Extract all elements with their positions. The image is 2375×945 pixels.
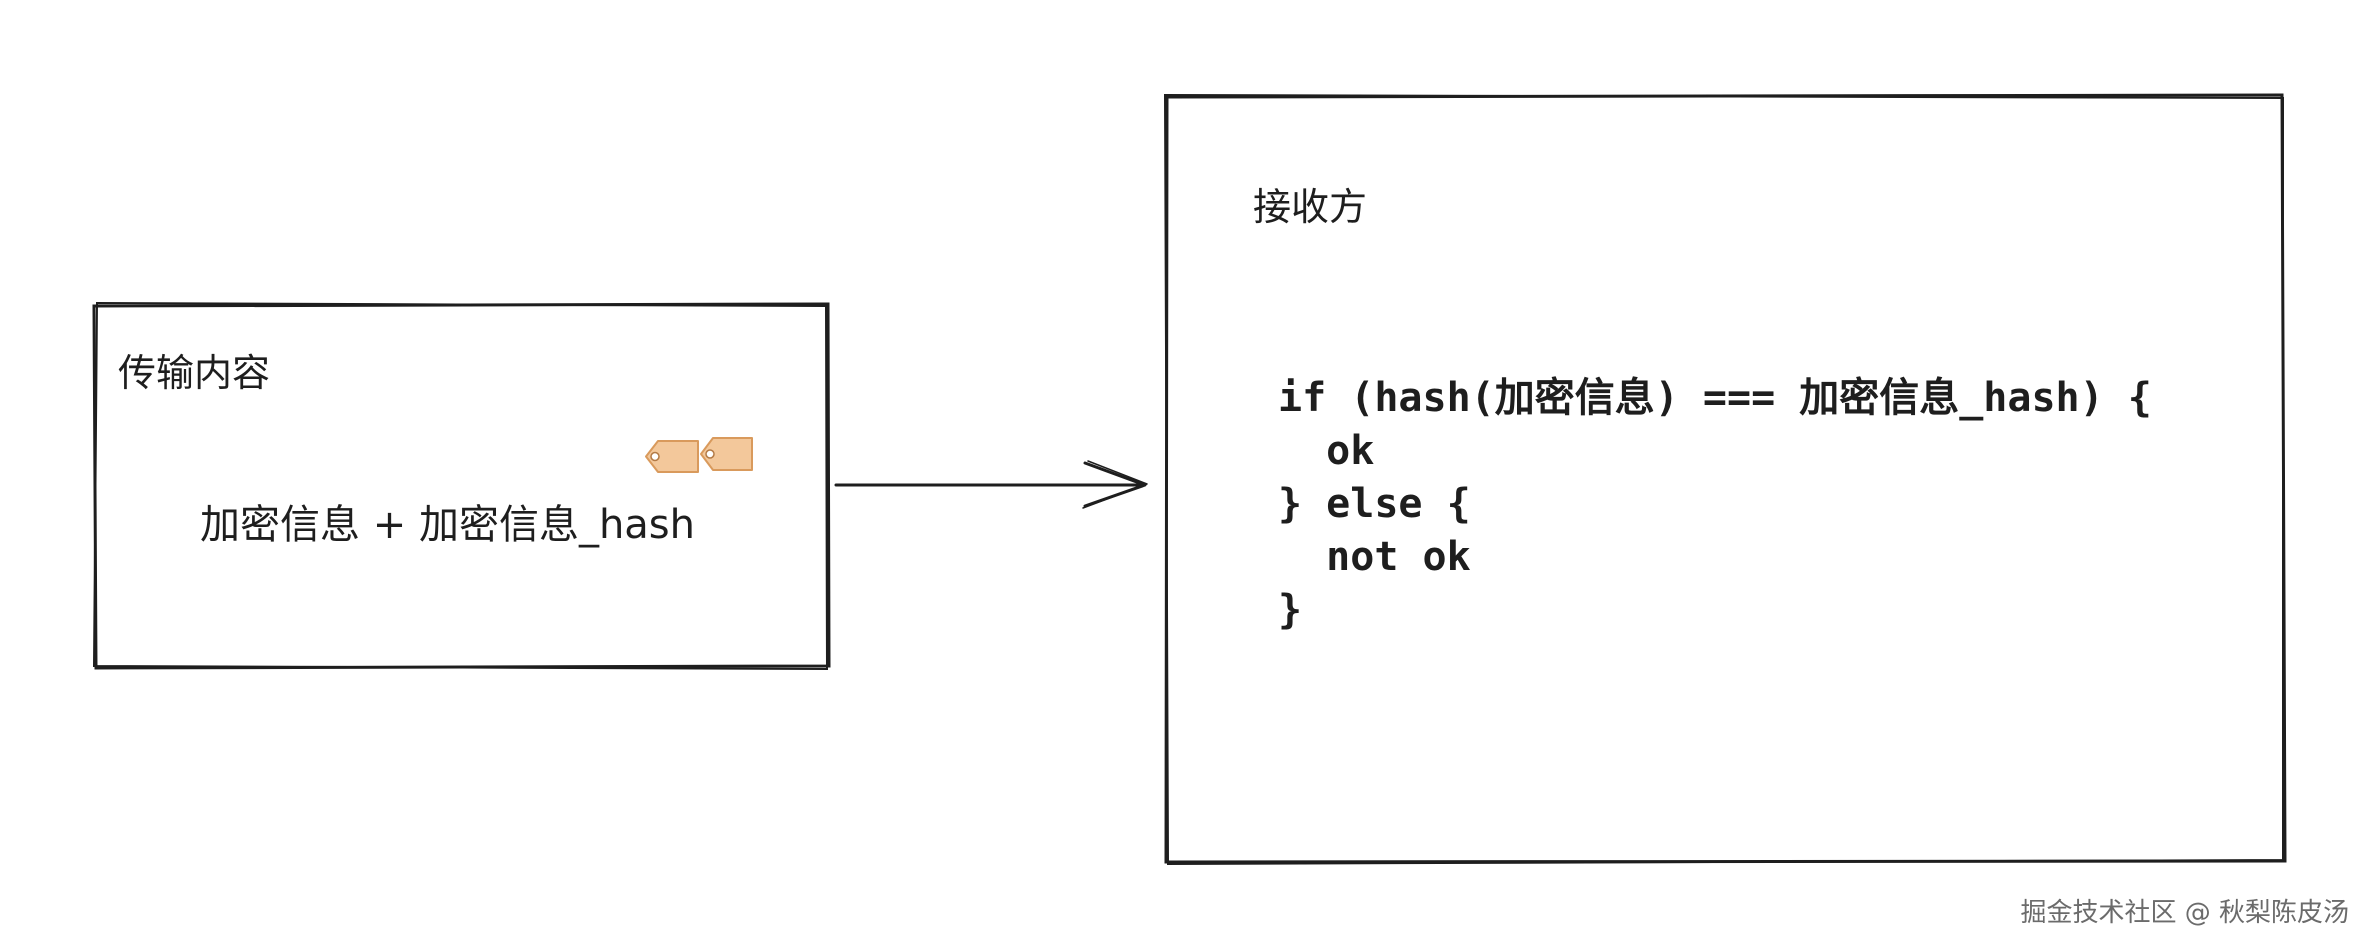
sender-box <box>92 301 831 671</box>
verification-code-block: if (hash(加密信息) === 加密信息_hash) { ok } else… <box>1278 372 2152 637</box>
sender-box-title: 传输内容 <box>118 351 271 395</box>
price-tags-icon <box>645 437 753 473</box>
code-line: if (hash(加密信息) === 加密信息_hash) { <box>1278 375 2152 421</box>
watermark: 掘金技术社区 @ 秋梨陈皮汤 <box>2020 898 2349 928</box>
receiver-box-title: 接收方 <box>1253 185 1368 229</box>
receiver-box <box>1163 93 2287 866</box>
code-line: } else { <box>1278 481 1471 527</box>
sender-payload-text: 加密信息 + 加密信息_hash <box>200 502 695 548</box>
transfer-arrow <box>834 460 1148 509</box>
code-line: not ok <box>1278 534 1471 580</box>
code-line: ok <box>1278 428 1375 474</box>
code-line: } <box>1278 587 1303 633</box>
